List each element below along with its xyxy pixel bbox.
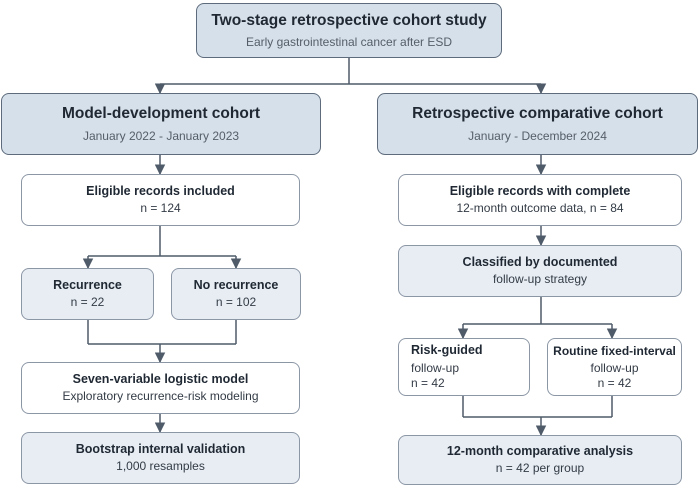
left-eligible-count: n = 124	[140, 201, 181, 216]
classified-title: Classified by documented	[462, 254, 618, 269]
no-recurrence-box: No recurrence n = 102	[171, 268, 301, 320]
no-recurrence-count: n = 102	[215, 295, 257, 310]
left-eligible-records-box: Eligible records included n = 124	[21, 174, 300, 226]
classified-strategy-box: Classified by documented follow-up strat…	[398, 245, 682, 297]
routine-count: n = 42	[597, 375, 632, 390]
analysis-sub: n = 42 per group	[495, 461, 585, 476]
logistic-model-title: Seven-variable logistic model	[72, 371, 249, 386]
left-eligible-title: Eligible records included	[86, 183, 235, 198]
logistic-model-box: Seven-variable logistic model Explorator…	[21, 362, 300, 414]
no-recurrence-title: No recurrence	[193, 277, 279, 292]
comparative-cohort-title: Retrospective comparative cohort	[412, 104, 663, 122]
model-development-cohort-title: Model-development cohort	[61, 104, 261, 122]
study-title-box: Two-stage retrospective cohort study Ear…	[196, 3, 502, 58]
analysis-title: 12-month comparative analysis	[446, 443, 634, 458]
model-development-cohort-dates: January 2022 - January 2023	[82, 129, 240, 144]
risk-guided-sub: follow-up	[411, 360, 460, 375]
recurrence-title: Recurrence	[53, 277, 122, 292]
bootstrap-resamples: 1,000 resamples	[116, 459, 205, 474]
right-eligible-records-box: Eligible records with complete 12-month …	[398, 174, 682, 226]
comparative-cohort-box: Retrospective comparative cohort January…	[377, 93, 698, 155]
risk-guided-title: Risk-guided	[411, 343, 483, 358]
comparative-cohort-dates: January - December 2024	[468, 129, 607, 144]
right-eligible-count: 12-month outcome data, n = 84	[456, 201, 624, 216]
classified-sub: follow-up strategy	[492, 272, 588, 287]
recurrence-count: n = 22	[70, 295, 105, 310]
model-development-cohort-box: Model-development cohort January 2022 - …	[1, 93, 321, 155]
study-title: Two-stage retrospective cohort study	[211, 12, 487, 30]
routine-title: Routine fixed-interval	[553, 343, 676, 358]
risk-guided-box: Risk-guided follow-up n = 42	[398, 338, 530, 396]
routine-sub: follow-up	[590, 360, 639, 375]
right-eligible-title: Eligible records with complete	[449, 183, 631, 198]
study-subtitle: Early gastrointestinal cancer after ESD	[245, 34, 453, 49]
logistic-model-desc: Exploratory recurrence-risk modeling	[62, 389, 259, 404]
risk-guided-count: n = 42	[411, 375, 445, 390]
routine-fixed-interval-box: Routine fixed-interval follow-up n = 42	[547, 338, 682, 396]
comparative-analysis-box: 12-month comparative analysis n = 42 per…	[398, 435, 682, 485]
recurrence-box: Recurrence n = 22	[21, 268, 154, 320]
bootstrap-validation-box: Bootstrap internal validation 1,000 resa…	[21, 432, 300, 484]
bootstrap-title: Bootstrap internal validation	[75, 441, 246, 456]
